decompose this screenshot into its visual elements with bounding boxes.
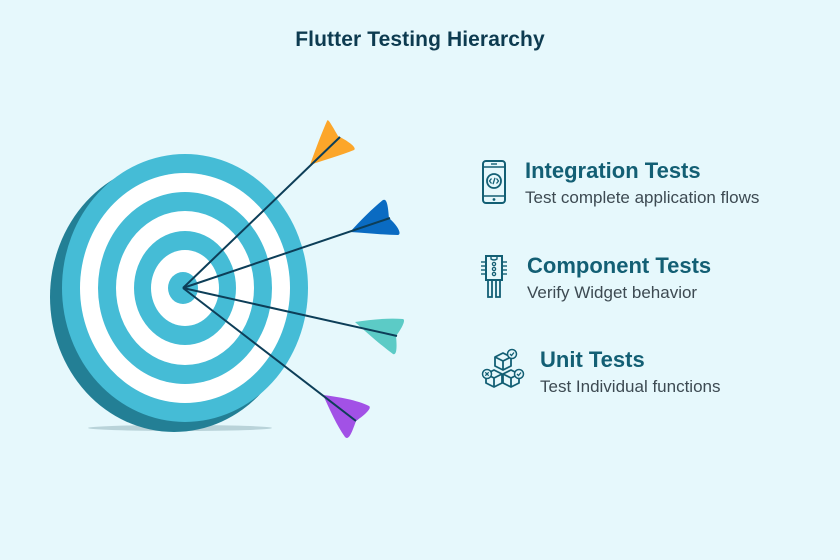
arrow-orange [182, 120, 355, 289]
unit-tests-heading: Unit Tests [540, 347, 645, 372]
integration-tests-description: Test complete application flows [525, 188, 760, 207]
mobile-code-icon [482, 160, 506, 204]
integration-tests-item: Integration Tests Test complete applicat… [480, 158, 759, 209]
component-tests-description: Verify Widget behavior [527, 283, 698, 302]
unit-tests-item: Unit Tests Test Individual functions [480, 347, 721, 398]
arrow-teal [182, 287, 405, 355]
arrow-purple [182, 287, 370, 438]
integration-tests-heading: Integration Tests [525, 158, 701, 183]
unit-tests-description: Test Individual functions [540, 377, 721, 396]
arrow-blue [182, 199, 400, 289]
cubes-check-icon [481, 348, 525, 388]
chip-component-icon [481, 255, 507, 298]
component-tests-heading: Component Tests [527, 253, 712, 278]
component-tests-item: Component Tests Verify Widget behavior [480, 253, 711, 304]
page-title: Flutter Testing Hierarchy [295, 28, 545, 51]
